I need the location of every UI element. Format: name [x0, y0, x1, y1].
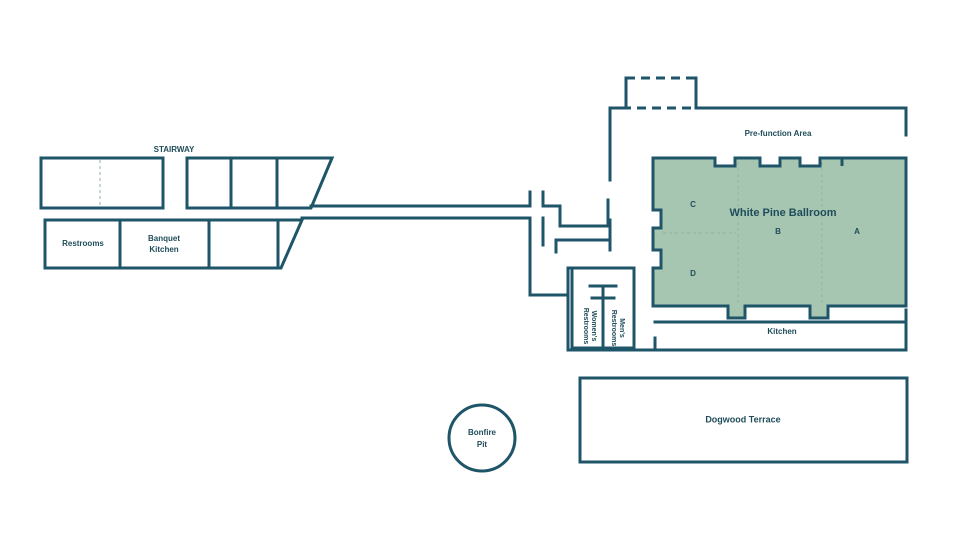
section-d-label: D	[690, 269, 696, 278]
terrace-outline	[578, 376, 909, 464]
west-lower-room-3	[207, 218, 280, 270]
section-b-label: B	[775, 227, 781, 236]
section-c-label: C	[690, 200, 696, 209]
west-upper-room-4	[275, 156, 335, 210]
mens-restroom-label-2: Restrooms	[610, 310, 617, 347]
bonfire-label-1: Bonfire	[468, 428, 497, 437]
entry-canopy	[624, 76, 698, 110]
restrooms-label: Restrooms	[62, 239, 104, 248]
junction-outline	[528, 190, 612, 297]
west-upper-room-1	[39, 156, 165, 210]
mens-restroom-label-1: Men's	[618, 318, 625, 338]
kitchen-label: Kitchen	[767, 327, 796, 336]
womens-restroom-label-1: Women's	[590, 311, 597, 342]
banquet-kitchen-label-2: Kitchen	[149, 245, 178, 254]
bonfire-label-2: Pit	[477, 440, 488, 449]
ballroom-label: White Pine Ballroom	[730, 207, 837, 219]
bonfire-pit-outline	[447, 403, 517, 473]
terrace-label: Dogwood Terrace	[705, 414, 780, 424]
building-envelope	[566, 76, 908, 352]
banquet-kitchen-label-1: Banquet	[148, 234, 180, 243]
corridor	[300, 204, 532, 220]
stairway-label: STAIRWAY	[154, 145, 195, 154]
west-wing: STAIRWAY Restrooms Banquet Kitchen	[39, 145, 335, 270]
white-pine-ballroom[interactable]	[651, 156, 908, 320]
womens-restroom-label-2: Restrooms	[582, 308, 589, 345]
section-a-label: A	[854, 227, 860, 236]
junction	[528, 190, 612, 297]
banquet-kitchen-room	[118, 218, 211, 270]
ballroom-building: Pre-function Area White Pine Ballroom A …	[566, 76, 908, 352]
west-upper-room-3	[229, 156, 279, 210]
bonfire-pit[interactable]: Bonfire Pit	[447, 403, 517, 473]
west-lower-room-4	[276, 218, 305, 270]
mens-restroom-label: Men's Restrooms	[610, 310, 625, 347]
womens-restroom-label: Women's Restrooms	[582, 308, 597, 345]
dogwood-terrace[interactable]: Dogwood Terrace	[578, 376, 909, 464]
prefunction-label: Pre-function Area	[745, 129, 812, 138]
stairway-room	[185, 156, 233, 210]
